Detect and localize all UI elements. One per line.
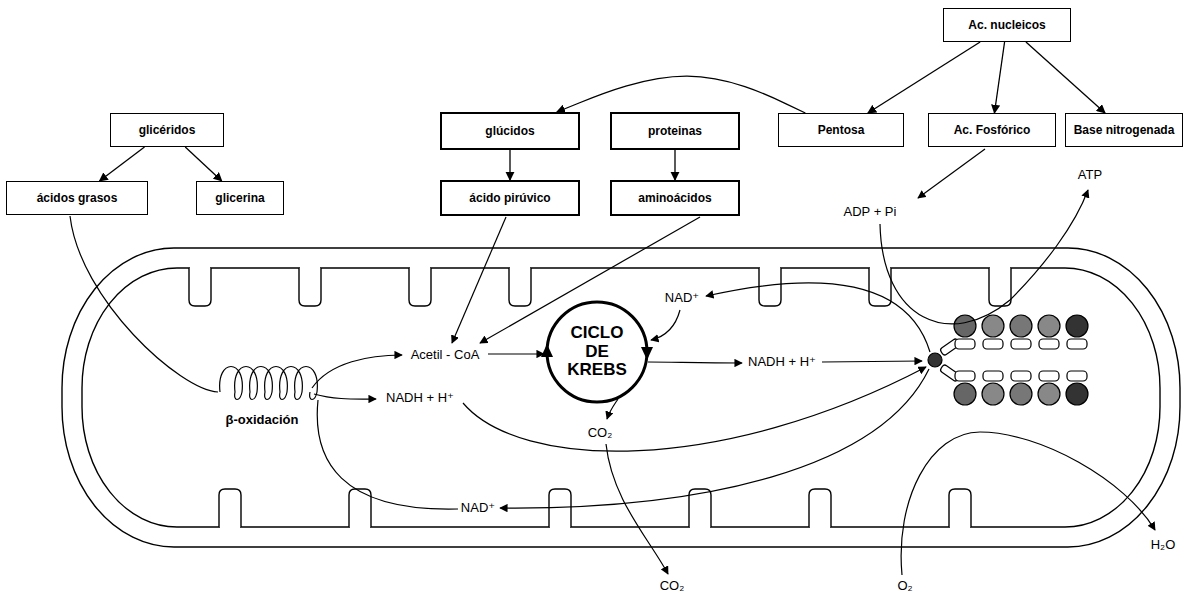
molecule-box: proteinas <box>610 112 740 150</box>
flow-arrow <box>880 190 1088 324</box>
molecule-box: Ac. Fosfórico <box>928 113 1056 147</box>
crista-opening <box>190 268 1010 527</box>
atp-synthase <box>928 315 1088 405</box>
pathway-label: CO₂ <box>586 425 615 441</box>
box-label: Ac. nucleicos <box>968 18 1045 32</box>
box-label: glicéridos <box>139 123 196 137</box>
connector-arrow <box>100 147 145 181</box>
molecule-box: glúcidos <box>440 112 580 150</box>
pathway-arrows <box>70 149 1155 575</box>
flow-arrow <box>822 361 922 362</box>
synthase-stalk <box>1011 339 1031 349</box>
pathway-label: NAD⁺ <box>663 290 701 306</box>
box-label: glicerina <box>215 191 264 205</box>
synthase-stalk <box>983 339 1003 349</box>
molecule-box: glicéridos <box>110 113 224 147</box>
flow-arrow <box>901 432 1155 575</box>
pathway-label: Acetil - CoA <box>409 347 482 363</box>
molecule-box: ácido pirúvico <box>440 180 580 216</box>
synthase-particle <box>1066 383 1088 405</box>
fatty-acid-line <box>70 216 218 392</box>
connector-layer <box>100 42 1106 181</box>
cycle-arrowhead <box>641 347 653 360</box>
synthase-particle <box>982 383 1004 405</box>
synthase-stalk <box>1067 371 1087 381</box>
synthase-stalk <box>955 371 975 381</box>
box-label: ácidos grasos <box>37 191 118 205</box>
pathway-label: CO₂ <box>658 578 687 594</box>
pathway-label: ADP + Pi <box>842 204 899 220</box>
synthase-particle <box>1010 383 1032 405</box>
synthase-stalk <box>1039 339 1059 349</box>
pathway-label: NADH + H⁺ <box>746 354 818 370</box>
molecule-box: Base nitrogenada <box>1065 113 1183 147</box>
group-box: Ac. nucleicos <box>943 8 1071 42</box>
pathway-label: NADH + H⁺ <box>384 390 456 406</box>
cycle-circle: CICLO DE KREBS <box>545 300 649 404</box>
synthase-stalk <box>1067 339 1087 349</box>
flow-arrow <box>452 217 506 343</box>
synthase-particle <box>982 315 1004 337</box>
flow-arrow <box>918 149 985 198</box>
molecule-box: glicerina <box>196 181 284 215</box>
synthase-particle <box>1010 315 1032 337</box>
cycle-ring <box>547 302 647 402</box>
synthase-stalk <box>1039 371 1059 381</box>
flow-arrow <box>606 444 668 574</box>
flow-arrow <box>706 283 930 352</box>
box-label: Pentosa <box>818 123 865 137</box>
flow-arrow <box>463 367 926 451</box>
synthase-particle <box>1038 383 1060 405</box>
box-label: aminoácidos <box>638 191 711 205</box>
pathway-label: O₂ <box>895 578 914 594</box>
connector-arrow <box>557 76 805 113</box>
box-label: Base nitrogenada <box>1074 123 1175 137</box>
pathway-label: ATP <box>1076 167 1104 183</box>
box-label: Ac. Fosfórico <box>954 123 1031 137</box>
cycle-arrowhead <box>541 344 553 357</box>
box-label: glúcidos <box>485 124 534 138</box>
flow-line <box>317 400 458 509</box>
molecule-box: Pentosa <box>778 113 904 147</box>
inner-membrane <box>82 268 1160 527</box>
pathway-label: NAD⁺ <box>459 500 497 516</box>
pathway-label: β-oxidación <box>224 412 301 428</box>
cristae-bottom <box>219 489 971 527</box>
connector-arrow <box>868 42 980 113</box>
connector-arrow <box>994 42 1004 113</box>
connector-arrow <box>509 150 510 180</box>
synthase-particle <box>1066 315 1088 337</box>
outer-membrane <box>62 248 1180 547</box>
flow-arrow <box>648 362 742 363</box>
connector-arrow <box>674 150 675 180</box>
synthase-head <box>928 353 942 367</box>
synthase-stalk <box>983 371 1003 381</box>
connector-arrow <box>185 147 222 181</box>
molecule-box: aminoácidos <box>610 180 740 216</box>
flow-arrow <box>651 310 680 340</box>
synthase-particle <box>1038 315 1060 337</box>
box-label: ácido pirúvico <box>469 191 550 205</box>
synthase-stalk <box>1011 371 1031 381</box>
cycle-name: CICLO DE KREBS <box>560 324 634 380</box>
pathway-label: H₂O <box>1149 537 1178 553</box>
molecule-box: ácidos grasos <box>6 181 148 215</box>
beta-oxidation-spiral <box>220 367 318 400</box>
flow-arrow <box>488 353 544 354</box>
flow-arrow <box>314 394 376 399</box>
synthase-particle <box>954 315 976 337</box>
synthase-particle <box>954 383 976 405</box>
box-label: proteinas <box>648 124 702 138</box>
mitochondrion <box>62 248 1180 547</box>
connector-arrow <box>1026 42 1105 113</box>
synthase-stalk <box>955 339 975 349</box>
flow-arrow <box>312 355 402 388</box>
